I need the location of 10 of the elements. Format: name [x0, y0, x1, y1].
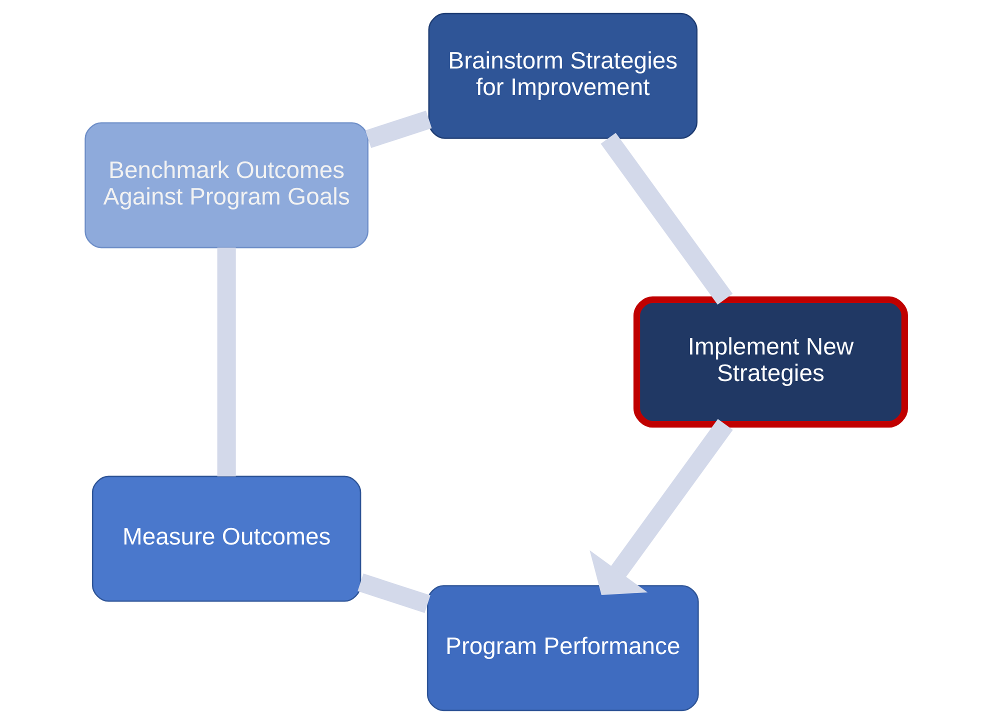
connector: [358, 574, 430, 613]
node-box: Brainstorm Strategies for Improvement: [428, 12, 698, 139]
arrow: [590, 418, 733, 595]
node-box: Program Performance: [426, 585, 699, 712]
node-box: Implement New Strategies: [633, 296, 908, 428]
connector: [365, 110, 432, 148]
node-box: Benchmark Outcomes Against Program Goals: [84, 122, 368, 248]
connector: [217, 248, 236, 476]
connector: [600, 132, 733, 305]
node-box: Measure Outcomes: [92, 476, 362, 602]
